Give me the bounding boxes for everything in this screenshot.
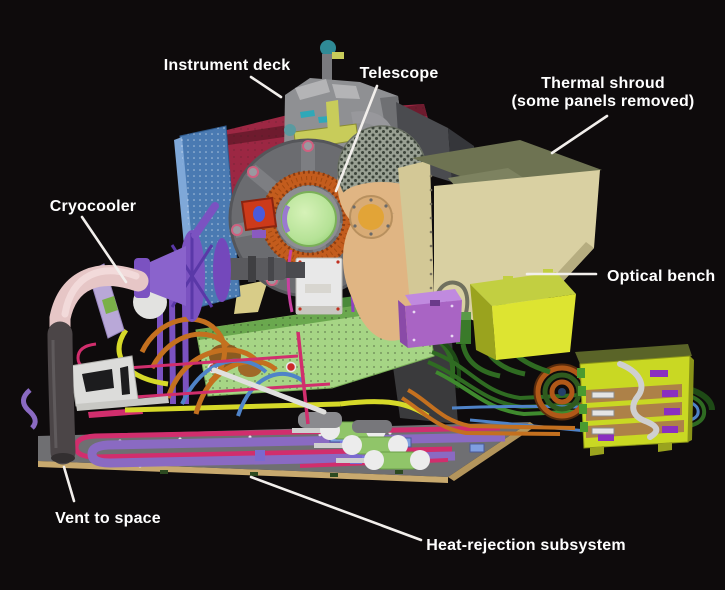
leader-instrument-deck (249, 75, 283, 99)
label-heat-rejection: Heat-rejection subsystem (426, 537, 626, 554)
optical-bench-structure (470, 269, 576, 360)
label-instrument-deck: Instrument deck (164, 57, 291, 74)
purple-box (398, 289, 462, 348)
leader-thermal-shroud (550, 114, 609, 155)
label-thermal-shroud-line1: Thermal shroud (541, 75, 665, 92)
leader-vent-to-space (62, 465, 76, 503)
lens (281, 191, 337, 247)
telescope-window (358, 204, 384, 230)
leader-heat-rejection (249, 475, 423, 542)
label-optical-bench: Optical bench (607, 268, 715, 285)
vent-pipe (47, 265, 149, 465)
leader-telescope (334, 84, 379, 193)
label-telescope: Telescope (360, 65, 439, 82)
tank (336, 450, 430, 470)
white-bracket (69, 355, 327, 415)
label-cryocooler: Cryocooler (50, 198, 136, 215)
label-thermal-shroud-line2: (some panels removed) (512, 93, 695, 110)
callouts: Instrument deck Telescope Thermal shroud… (50, 57, 715, 554)
leader-cryocooler (80, 215, 128, 284)
telescope-structure (337, 125, 432, 341)
electronics-box (575, 344, 694, 456)
label-vent-to-space: Vent to space (55, 510, 161, 527)
